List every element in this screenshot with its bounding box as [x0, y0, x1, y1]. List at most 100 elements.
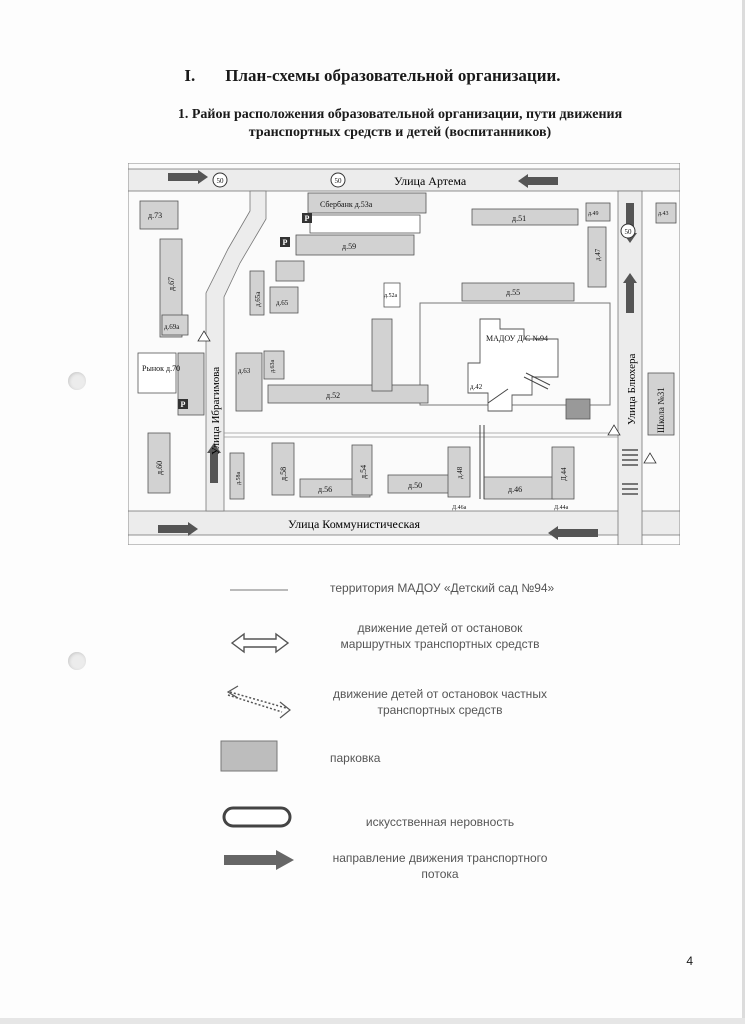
label-d73: д.73: [148, 211, 162, 220]
building-d65a: [249, 270, 265, 316]
building-d52: [267, 384, 429, 404]
road-artema: [128, 168, 680, 192]
legend-text: искусственная неровность: [365, 815, 515, 829]
label-d42: д.42: [470, 383, 483, 391]
building-sberbank: [307, 192, 427, 214]
label-d46: д.46: [508, 485, 522, 494]
legend-text: движение детей от остановок маршрутных т…: [340, 621, 540, 651]
label-d60: д.60: [155, 461, 164, 475]
label-d54: д.54: [359, 465, 368, 479]
building-d49: [585, 202, 611, 222]
building-d67: [159, 238, 183, 338]
parking-lot: [565, 398, 591, 420]
label-d58: д.58: [279, 467, 288, 481]
label-d48: д.48: [456, 466, 464, 479]
children-route-icon: [479, 372, 551, 499]
building-school: [647, 372, 675, 436]
street-ibragimova-label: Улица Ибрагимова: [210, 367, 222, 455]
parking-sign-icon: [178, 213, 312, 409]
label-d63a: д.63а: [270, 359, 276, 373]
traffic-direction-arrow-icon: [224, 850, 294, 870]
building-d73: [139, 200, 179, 230]
road-ibragimova: [205, 190, 267, 512]
label-d56: д.56: [318, 485, 332, 494]
parking-sign-label: P: [305, 214, 310, 223]
speed-limit-sign-icon: [212, 172, 636, 239]
label-d47: д.47: [594, 248, 602, 261]
building-d65: [269, 286, 299, 314]
section-title-text: План-схемы образовательной организации.: [225, 66, 561, 85]
double-arrow-solid-icon: [230, 632, 290, 654]
building-d65-top: [275, 260, 305, 282]
building-d52-tower: [371, 318, 393, 392]
label-d58a: д.58а: [236, 471, 242, 485]
territory-line-icon: [230, 589, 288, 591]
pedestrian-crossing-sign-icon: [197, 330, 657, 464]
section-title: I. План-схемы образовательной организации…: [0, 66, 745, 86]
building-d48: [447, 446, 471, 498]
building-d47: [587, 226, 607, 288]
building-d54: [351, 444, 373, 496]
label-d44: Д.44: [560, 467, 568, 481]
label-d49: д.49: [588, 211, 599, 217]
label-d51: д.51: [512, 214, 526, 223]
building-d60: [147, 432, 171, 494]
section-subtitle: 1. Район расположения образовательной ор…: [120, 106, 680, 142]
scan-edge-bottom: [0, 1018, 745, 1024]
parking-sign-label: P: [283, 238, 288, 247]
building-d58a: [229, 452, 245, 500]
building-d52a: [383, 282, 401, 308]
building-d43: [655, 202, 677, 224]
label-d67: д.67: [167, 277, 176, 291]
building-d63: [235, 352, 263, 412]
building-d69a: [161, 314, 189, 336]
label-d65: д.65: [276, 299, 289, 307]
label-d55: д.55: [506, 288, 520, 297]
building-d63a: [263, 350, 285, 380]
madou-building: [467, 318, 559, 412]
parking-sign-label: P: [181, 400, 186, 409]
label-d52a: д.52а: [384, 293, 398, 299]
building-d55: [461, 282, 575, 302]
speed-bump-icon: [222, 806, 292, 828]
speed-sign-label: 50: [625, 228, 633, 236]
parking-area-icon: [220, 740, 278, 772]
subtitle-line-2: транспортных средств и детей (воспитанни…: [248, 125, 552, 140]
road-blyukhera: [617, 190, 643, 545]
legend-text: направление движения транспортного поток…: [332, 851, 548, 881]
label-sberbank: Сбербанк д.53а: [320, 200, 373, 209]
building-d58: [271, 442, 295, 496]
street-blyukhera-label: Улица Блюхера: [626, 354, 638, 425]
label-d65a: д.65а: [254, 291, 262, 307]
zebra-crossing-icon: [622, 449, 638, 495]
legend-text: территория МАДОУ «Детский сад №94»: [330, 581, 555, 595]
label-d44a: Д.44а: [554, 505, 569, 511]
speed-sign-label: 50: [217, 177, 225, 185]
building-d51: [471, 208, 579, 226]
label-market: Рынок д.70: [142, 364, 180, 373]
label-school: Школа №31: [656, 387, 666, 433]
label-d69a: д.69а: [164, 323, 180, 331]
building-d59: [295, 234, 415, 256]
page-number: 4: [686, 954, 693, 968]
legend-text: парковка: [330, 751, 381, 765]
label-d52: д.52: [326, 391, 340, 400]
label-d43: д.43: [658, 211, 669, 217]
section-number: I.: [184, 66, 196, 85]
scan-edge: [742, 0, 745, 1024]
subtitle-line-1: 1. Район расположения образовательной ор…: [177, 107, 623, 122]
label-d50: д.50: [408, 481, 422, 490]
legend-text: движение детей от остановок частных тран…: [333, 687, 547, 717]
madou-territory: [419, 302, 611, 406]
street-kommunisticheskaya-label: Улица Коммунистическая: [288, 517, 420, 531]
building-d44: [551, 446, 575, 500]
district-map: 50 50 50 P P P Улица Артема Улица Коммун…: [128, 163, 680, 545]
label-d46a: Д.46а: [452, 505, 467, 511]
speed-sign-label: 50: [335, 177, 343, 185]
building-market: [137, 352, 177, 394]
double-arrow-dotted-icon: [226, 685, 291, 719]
punch-hole-icon: [68, 652, 86, 670]
label-d63: д.63: [238, 367, 251, 375]
building-d59-top: [309, 214, 421, 234]
punch-hole-icon: [68, 372, 86, 390]
